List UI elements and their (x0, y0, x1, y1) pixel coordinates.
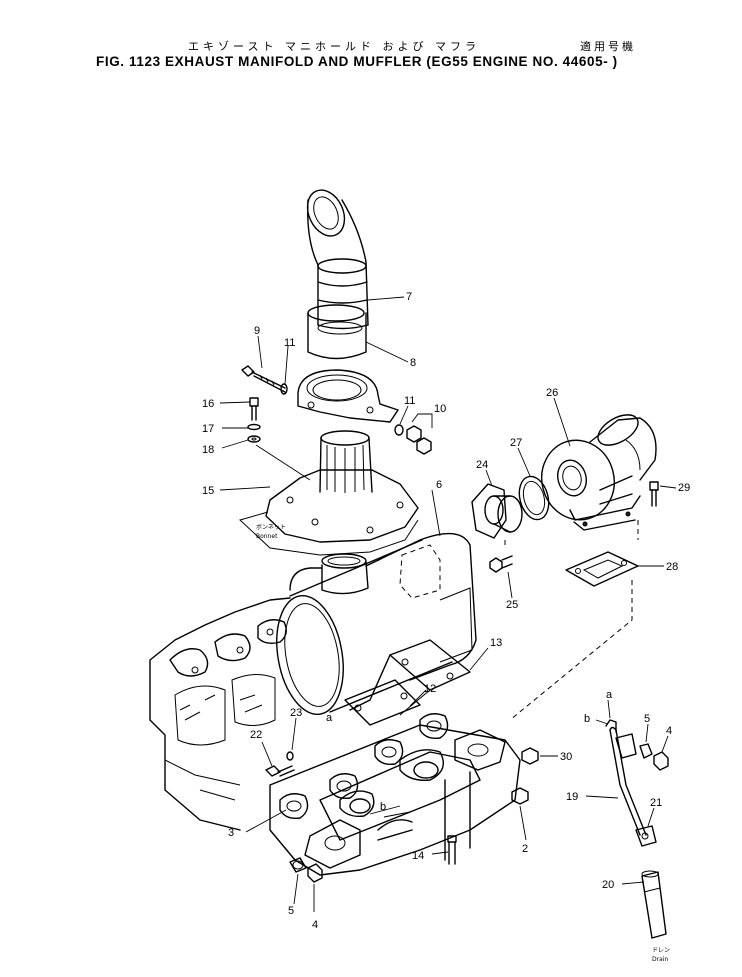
callout-28: 28 (666, 561, 678, 573)
leader-a (607, 699, 611, 719)
part-8-clamp (297, 369, 399, 423)
callout-4-right: 4 (666, 725, 672, 737)
part-26-turbocharger (541, 397, 657, 531)
part-5-collar-right (639, 723, 653, 759)
part-4-nut-bottom (307, 863, 323, 912)
label-b-pipe: b (584, 713, 590, 725)
part-21-clip (635, 807, 657, 847)
part-9-bolt (241, 335, 286, 393)
label-b-manifold: b (380, 801, 386, 813)
part-2-plug (511, 787, 529, 841)
drain-note: ドレン Drain (652, 947, 670, 963)
callout-14: 14 (412, 850, 424, 862)
part-18-washer (247, 435, 261, 443)
label-a-manifold: a (326, 712, 333, 724)
part-30-plug (521, 747, 558, 765)
callout-25: 25 (506, 599, 518, 611)
figure-title: FIG. 1123 EXHAUST MANIFOLD AND MUFFLER (… (96, 54, 618, 69)
part-6-muffler (276, 489, 477, 716)
drain-label-en: Drain (652, 956, 668, 963)
callout-12: 12 (424, 683, 436, 695)
manifold-gaskets (245, 713, 449, 833)
callout-5-right: 5 (644, 713, 650, 725)
part-25-bolt (489, 555, 513, 599)
applicable-serial-japanese: 適用号機 (580, 40, 636, 53)
callout-18: 18 (202, 444, 214, 456)
callout-7: 7 (406, 291, 412, 303)
callout-8: 8 (410, 357, 416, 369)
callout-5-bottom: 5 (288, 905, 294, 917)
alignment-line (509, 520, 639, 721)
part-19-drain-pipe (585, 719, 647, 836)
part-22-bolt (261, 741, 295, 777)
part-14-bolt (431, 835, 457, 865)
callout-11-upper: 11 (284, 337, 295, 349)
callout-13: 13 (490, 637, 502, 649)
leader-b (595, 719, 609, 725)
part-28-gasket (565, 551, 664, 587)
bonnet-label-en: Bonnet (256, 533, 278, 540)
callout-9: 9 (254, 325, 260, 337)
engine-block (149, 597, 291, 831)
pipe-bracket (615, 733, 637, 759)
callout-17: 17 (202, 423, 214, 435)
callout-10: 10 (434, 403, 446, 415)
exhaust-manifold (269, 724, 521, 876)
part-11-10-washer-nut (394, 405, 433, 455)
part-5-collar-bottom (289, 857, 307, 905)
callout-16: 16 (202, 398, 214, 410)
part-24-adapter (471, 469, 523, 539)
callout-11-lower: 11 (404, 395, 415, 407)
bonnet-label-jp: ボンネット (256, 523, 286, 531)
callout-6: 6 (436, 479, 442, 491)
part-11-washer (280, 383, 288, 395)
part-7-exhaust-pipe (306, 189, 405, 330)
part-12-gasket (344, 679, 427, 726)
callout-15: 15 (202, 485, 214, 497)
label-a-pipe: a (606, 689, 613, 701)
callout-24: 24 (476, 459, 488, 471)
callout-19: 19 (566, 791, 578, 803)
title-japanese: エキゾースト マニホールド および マフラ (188, 40, 480, 53)
callout-29: 29 (678, 482, 690, 494)
part-16-bolt (219, 397, 259, 421)
callout-23: 23 (290, 707, 302, 719)
part-7-sleeve (307, 304, 409, 363)
callout-21: 21 (650, 797, 662, 809)
callout-2: 2 (522, 843, 528, 855)
callout-27: 27 (510, 437, 522, 449)
callout-22: 22 (250, 729, 262, 741)
part-29-bolt (649, 481, 677, 507)
bonnet-note: ボンネット Bonnet (256, 523, 286, 540)
callout-3: 3 (228, 827, 234, 839)
part-15-flange-sleeve (219, 430, 419, 556)
part-27-gasket-ring (517, 447, 550, 521)
callout-30: 30 (560, 751, 572, 763)
part-23-washer (286, 751, 294, 761)
part-20-drain-hose (621, 870, 667, 939)
callout-4-bottom: 4 (312, 919, 318, 931)
part-17-washer (247, 423, 261, 431)
part-4-nut-right (653, 735, 669, 771)
callout-20: 20 (602, 879, 614, 891)
drain-label-jp: ドレン (652, 947, 670, 954)
callout-26: 26 (546, 387, 558, 399)
